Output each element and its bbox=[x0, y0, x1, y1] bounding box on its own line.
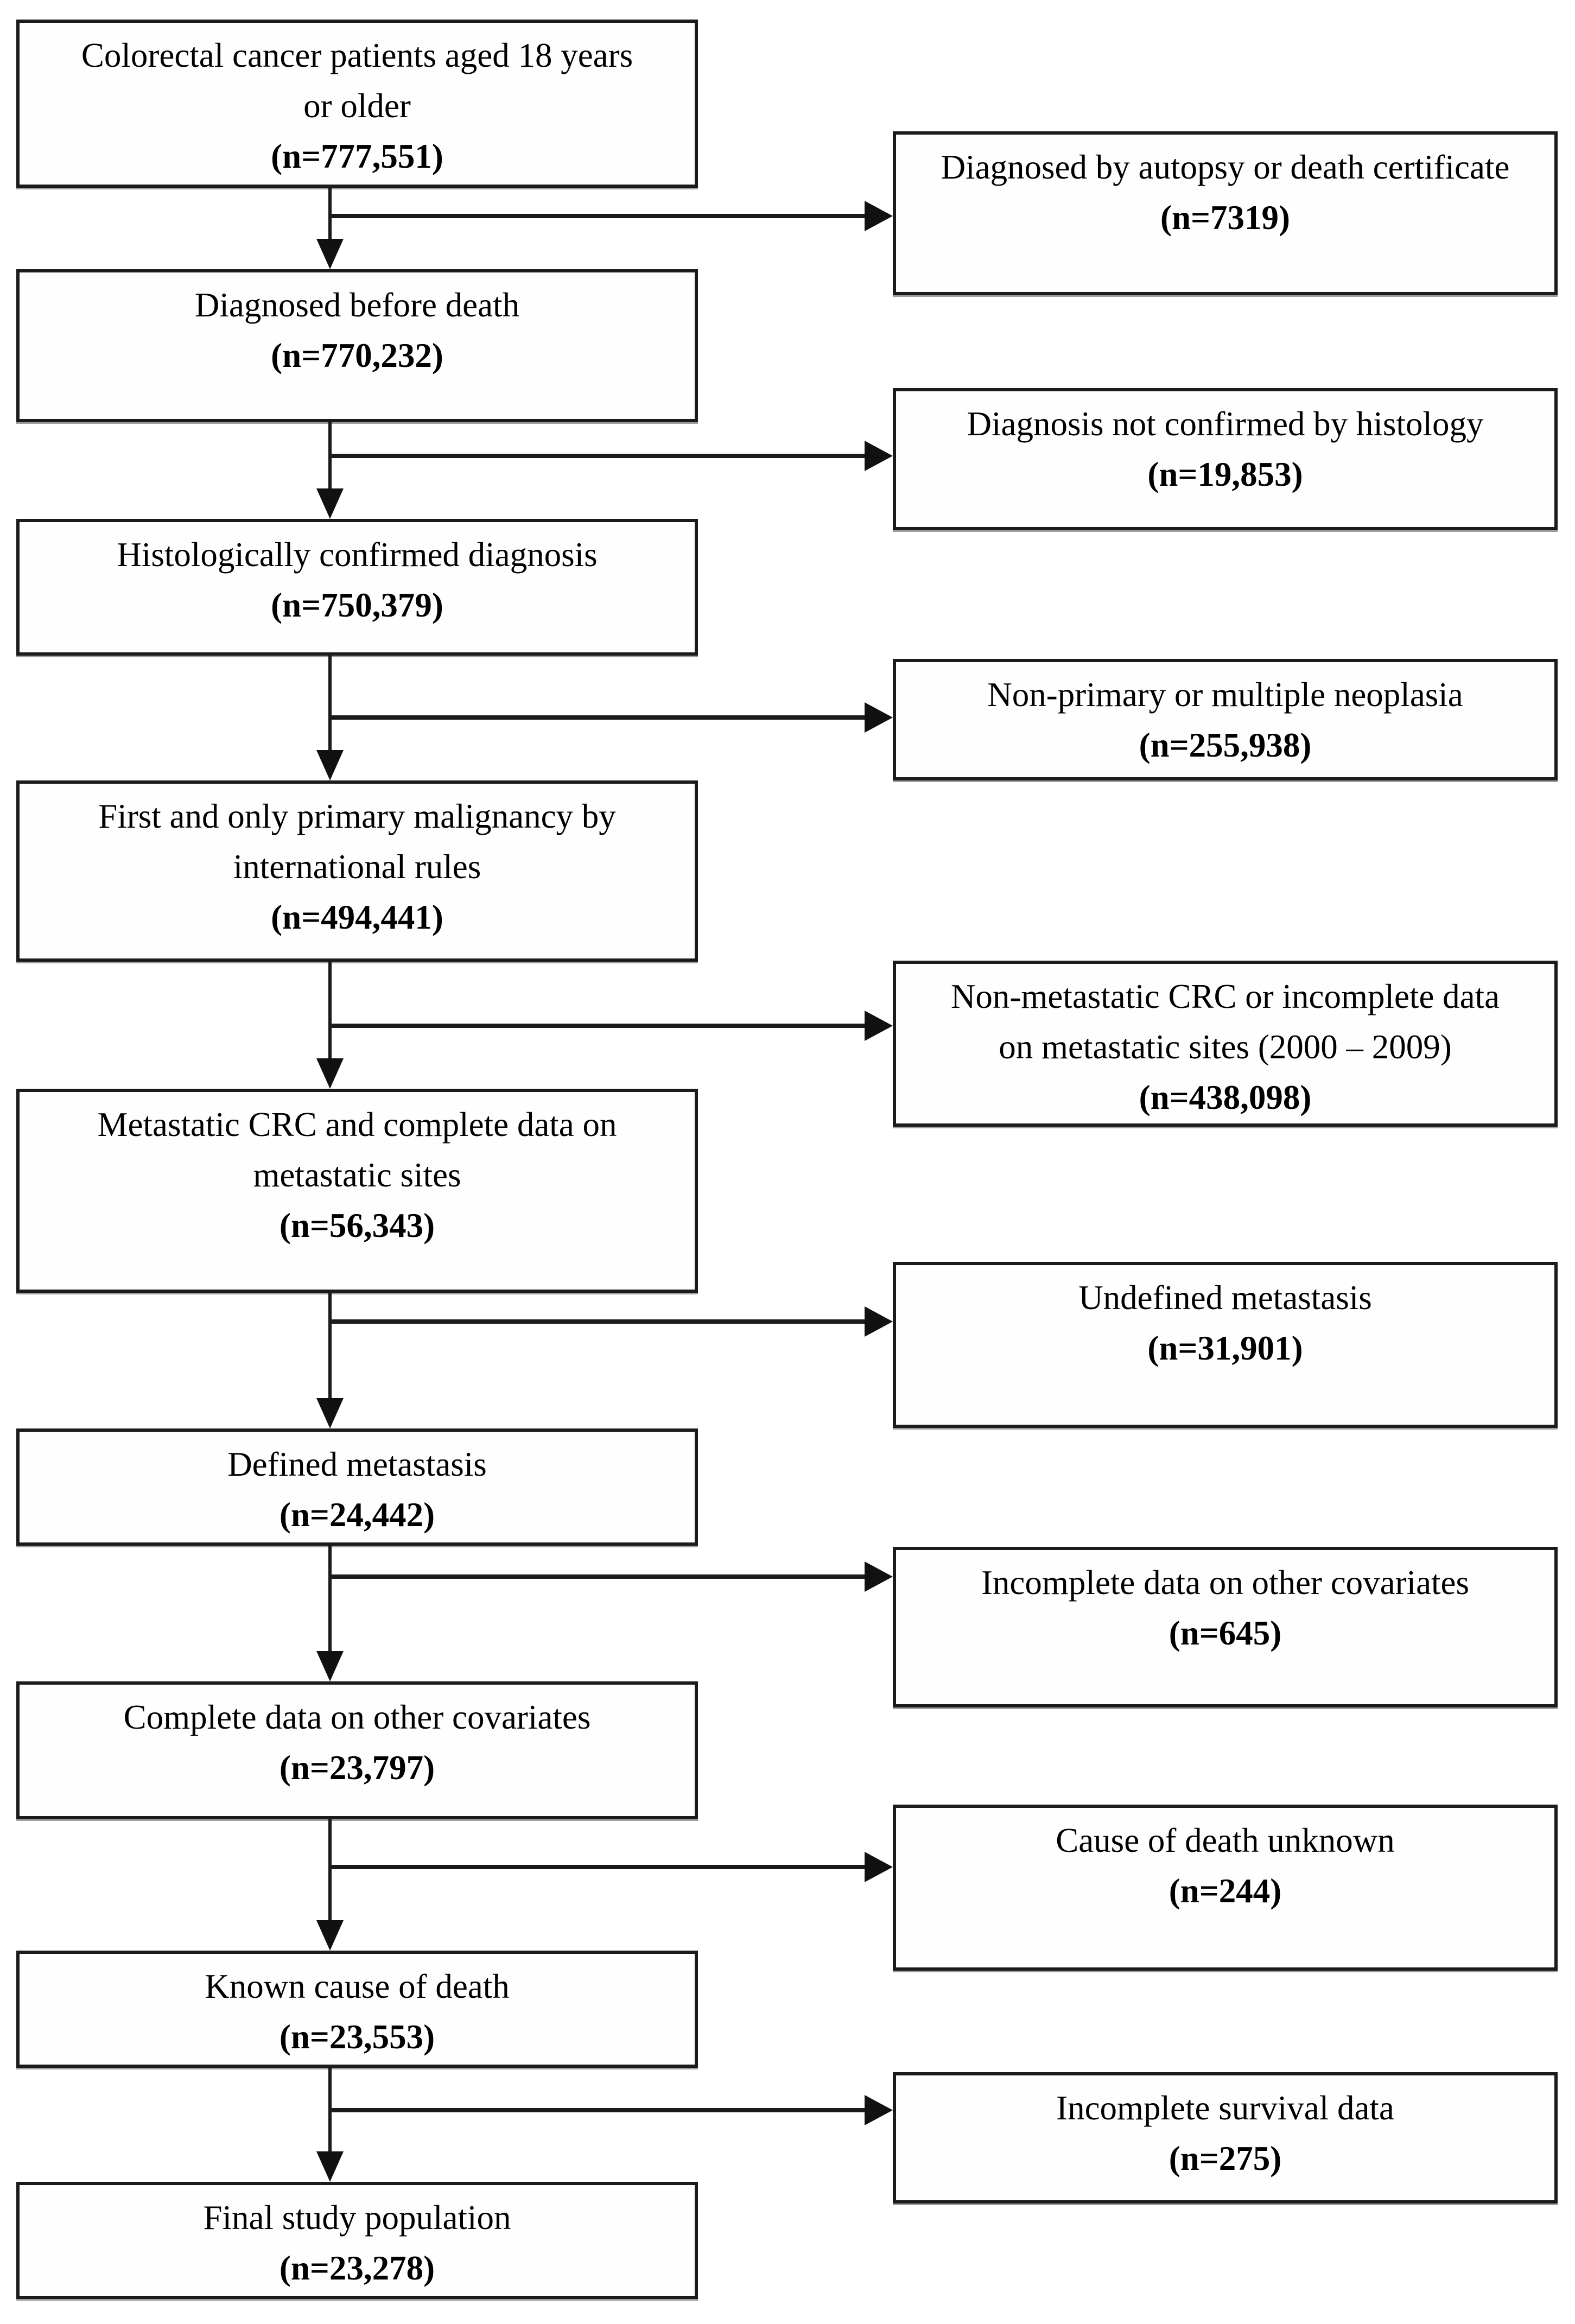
connector-horizontal-line bbox=[328, 214, 865, 218]
step-count: (n=750,379) bbox=[271, 586, 443, 624]
step-count: (n=23,278) bbox=[279, 2249, 435, 2287]
down-arrow-icon bbox=[316, 1920, 344, 1951]
right-arrow-icon bbox=[865, 1011, 893, 1041]
connector-horizontal-line bbox=[328, 1865, 865, 1869]
down-arrow-icon bbox=[316, 1058, 344, 1089]
right-arrow-icon bbox=[865, 1852, 893, 1882]
flow-step-box-1: Colorectal cancer patients aged 18 years… bbox=[16, 20, 698, 188]
right-arrow-icon bbox=[865, 201, 893, 231]
exclusion-box-6: Incomplete data on other covariates (n=6… bbox=[893, 1547, 1558, 1707]
step-count: (n=494,441) bbox=[271, 898, 443, 936]
exclusion-count: (n=255,938) bbox=[1139, 726, 1312, 764]
step-title-line: Diagnosed before death bbox=[194, 286, 520, 324]
exclusion-box-8: Incomplete survival data (n=275) bbox=[893, 2072, 1558, 2204]
step-title-line: Colorectal cancer patients aged 18 years bbox=[81, 36, 633, 74]
exclusion-title-line: on metastatic sites (2000 – 2009) bbox=[999, 1028, 1452, 1066]
down-arrow-icon bbox=[316, 488, 344, 519]
down-arrow-icon bbox=[316, 2151, 344, 2182]
exclusion-box-2: Diagnosis not confirmed by histology (n=… bbox=[893, 388, 1558, 530]
step-count: (n=23,797) bbox=[279, 1749, 435, 1787]
step-count: (n=770,232) bbox=[271, 336, 443, 374]
step-title-line: Defined metastasis bbox=[227, 1445, 487, 1483]
exclusion-box-5: Undefined metastasis (n=31,901) bbox=[893, 1262, 1558, 1428]
step-title-line: metastatic sites bbox=[253, 1156, 461, 1194]
connector-horizontal-line bbox=[328, 1574, 865, 1579]
step-title-line: Known cause of death bbox=[205, 1967, 510, 2005]
connector-vertical-line bbox=[328, 656, 332, 750]
flow-step-box-8: Known cause of death (n=23,553) bbox=[16, 1951, 698, 2068]
step-title-line: Final study population bbox=[203, 2199, 511, 2237]
exclusion-title-line: Non-primary or multiple neoplasia bbox=[987, 676, 1463, 714]
down-arrow-icon bbox=[316, 750, 344, 780]
flow-step-box-6: Defined metastasis (n=24,442) bbox=[16, 1428, 698, 1546]
down-arrow-icon bbox=[316, 239, 344, 269]
exclusion-box-3: Non-primary or multiple neoplasia (n=255… bbox=[893, 659, 1558, 780]
down-arrow-icon bbox=[316, 1651, 344, 1681]
connector-horizontal-line bbox=[328, 2108, 865, 2112]
exclusion-count: (n=244) bbox=[1168, 1872, 1282, 1910]
exclusion-box-4: Non-metastatic CRC or incomplete data on… bbox=[893, 961, 1558, 1127]
step-title-line: Complete data on other covariates bbox=[123, 1698, 591, 1736]
flow-step-box-4: First and only primary malignancy by int… bbox=[16, 780, 698, 962]
step-count: (n=56,343) bbox=[279, 1207, 435, 1244]
connector-vertical-line bbox=[328, 1293, 332, 1398]
exclusion-count: (n=645) bbox=[1168, 1614, 1282, 1652]
exclusion-title-line: Non-metastatic CRC or incomplete data bbox=[950, 977, 1500, 1015]
connector-vertical-line bbox=[328, 1819, 332, 1920]
right-arrow-icon bbox=[865, 2095, 893, 2125]
right-arrow-icon bbox=[865, 702, 893, 733]
exclusion-count: (n=31,901) bbox=[1147, 1329, 1303, 1367]
step-count: (n=23,553) bbox=[279, 2018, 435, 2056]
exclusion-count: (n=438,098) bbox=[1139, 1078, 1312, 1116]
right-arrow-icon bbox=[865, 1561, 893, 1592]
step-title-line: Metastatic CRC and complete data on bbox=[97, 1106, 617, 1144]
flow-step-box-2: Diagnosed before death (n=770,232) bbox=[16, 269, 698, 422]
exclusion-title-line: Undefined metastasis bbox=[1078, 1279, 1372, 1317]
step-title-line: Histologically confirmed diagnosis bbox=[117, 536, 598, 574]
step-title-line: international rules bbox=[233, 848, 481, 886]
connector-vertical-line bbox=[328, 188, 332, 239]
exclusion-title-line: Cause of death unknown bbox=[1056, 1821, 1395, 1859]
flow-step-box-9: Final study population (n=23,278) bbox=[16, 2182, 698, 2299]
connector-vertical-line bbox=[328, 1546, 332, 1651]
exclusion-title-line: Diagnosed by autopsy or death certificat… bbox=[941, 148, 1510, 186]
exclusion-title-line: Incomplete data on other covariates bbox=[981, 1564, 1470, 1602]
exclusion-count: (n=275) bbox=[1168, 2139, 1282, 2177]
step-title-line: or older bbox=[303, 87, 411, 125]
flow-step-box-3: Histologically confirmed diagnosis (n=75… bbox=[16, 519, 698, 656]
connector-horizontal-line bbox=[328, 1319, 865, 1324]
right-arrow-icon bbox=[865, 441, 893, 471]
exclusion-count: (n=7319) bbox=[1160, 199, 1290, 237]
flow-step-box-5: Metastatic CRC and complete data on meta… bbox=[16, 1089, 698, 1293]
exclusion-count: (n=19,853) bbox=[1147, 455, 1303, 493]
flow-step-box-7: Complete data on other covariates (n=23,… bbox=[16, 1681, 698, 1819]
down-arrow-icon bbox=[316, 1398, 344, 1428]
exclusion-box-1: Diagnosed by autopsy or death certificat… bbox=[893, 131, 1558, 295]
connector-vertical-line bbox=[328, 962, 332, 1058]
connector-horizontal-line bbox=[328, 1024, 865, 1028]
exclusion-title-line: Diagnosis not confirmed by histology bbox=[967, 405, 1484, 443]
exclusion-box-7: Cause of death unknown (n=244) bbox=[893, 1805, 1558, 1971]
step-title-line: First and only primary malignancy by bbox=[98, 797, 616, 835]
right-arrow-icon bbox=[865, 1306, 893, 1337]
exclusion-title-line: Incomplete survival data bbox=[1056, 2089, 1394, 2127]
connector-horizontal-line bbox=[328, 454, 865, 458]
step-count: (n=777,551) bbox=[271, 137, 443, 175]
connector-horizontal-line bbox=[328, 715, 865, 720]
step-count: (n=24,442) bbox=[279, 1496, 435, 1534]
